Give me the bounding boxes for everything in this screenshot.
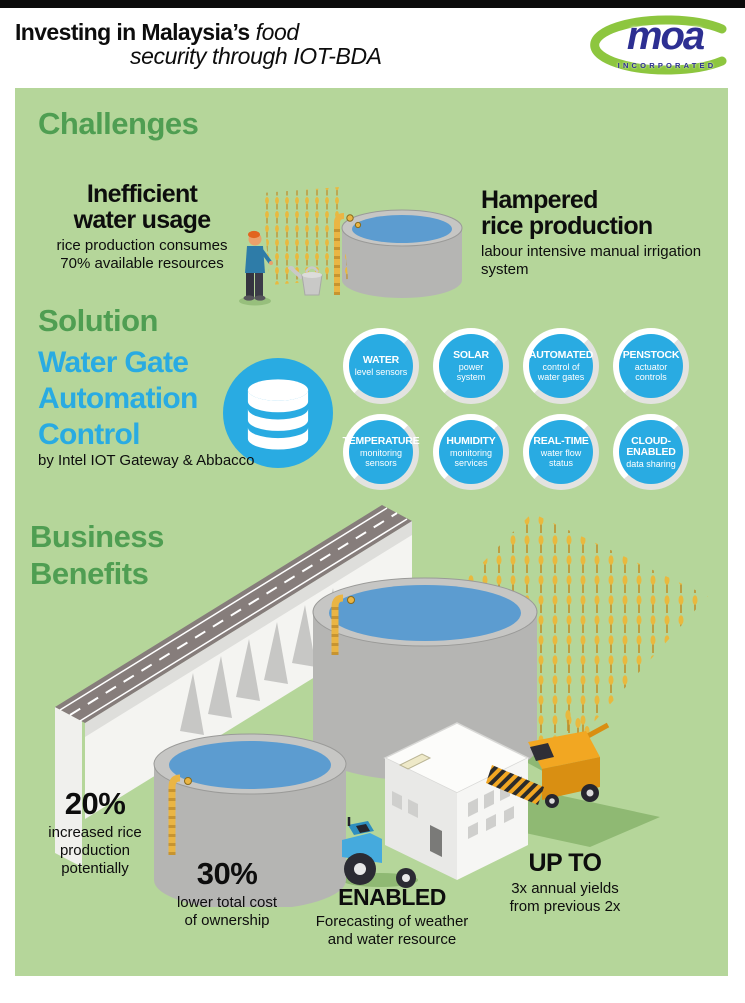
solution-heading: Solution (38, 303, 158, 338)
stat-value: 20% (64, 786, 126, 821)
challenge-title: Hampered rice production (481, 186, 653, 240)
stat-desc: lower total cost of ownership (176, 894, 278, 929)
moa-logo: moa INCORPORATED (574, 12, 730, 78)
stat-lower-cost: 30% lower total cost of ownership (153, 856, 301, 930)
feature-title: SOLAR (453, 349, 489, 361)
stat-value: ENABLED (338, 884, 446, 910)
feature-title: HUMIDITY (446, 435, 496, 447)
stat-desc: Forecasting of weather and water resourc… (315, 913, 469, 948)
stat-increased-production: 20% increased rice production potentiall… (23, 786, 167, 878)
stat-value: 30% (196, 856, 258, 891)
feature-desc: monitoring sensors (359, 448, 403, 468)
benefits-heading: Business Benefits (30, 519, 164, 591)
challenge-rice-production: Hampered rice production labour intensiv… (481, 187, 716, 279)
logo-wordmark: moa (626, 14, 705, 58)
feature-title: WATER (362, 354, 400, 366)
database-circle (223, 358, 333, 468)
feature-desc: actuator controls (634, 362, 668, 382)
top-border-bar (0, 0, 745, 8)
stat-annual-yields: UP TO 3x annual yields from previous 2x (488, 849, 642, 916)
challenges-heading: Challenges (38, 106, 199, 141)
solution-title: Water Gate Automation Control (38, 346, 198, 451)
stat-forecasting-enabled: ENABLED Forecasting of weather and water… (306, 884, 478, 949)
page-title: Investing in Malaysia’s food security th… (15, 20, 435, 68)
feature-desc: data sharing (626, 458, 676, 469)
solution-byline: by Intel IOT Gateway & Abbacco (38, 452, 255, 469)
page-title-line2: security through IOT-BDA (130, 43, 382, 69)
stat-desc: 3x annual yields from previous 2x (509, 880, 621, 915)
challenge-title: Inefficient water usage (73, 180, 212, 234)
challenge-desc: labour intensive manual irrigation syste… (481, 243, 702, 278)
logo-subtext: INCORPORATED (617, 61, 717, 70)
title-italic-part: food (249, 19, 300, 45)
feature-title: TEMPERATURE (342, 435, 420, 447)
feature-desc: monitoring services (449, 448, 493, 468)
feature-title: AUTOMATED (528, 349, 594, 361)
title-bold-part: Investing in Malaysia’s (15, 19, 250, 45)
challenge-water-usage: Inefficient water usage rice production … (28, 181, 256, 273)
logo-swoosh-icon (590, 15, 727, 75)
feature-desc: water flow status (540, 448, 582, 468)
page-title-line1: Investing in Malaysia’s food (15, 20, 435, 44)
feature-title: REAL-TIME (533, 435, 589, 447)
stat-desc: increased rice production potentially (48, 824, 142, 877)
stat-value: UP TO (528, 849, 603, 877)
feature-desc: power system (456, 362, 486, 382)
feature-desc: level sensors (354, 367, 408, 377)
feature-desc: control of water gates (537, 362, 585, 382)
feature-title: CLOUD- ENABLED (626, 434, 676, 458)
feature-title: PENSTOCK (622, 349, 680, 361)
database-icon (247, 379, 309, 450)
challenge-desc: rice production consumes 70% available r… (56, 237, 228, 272)
